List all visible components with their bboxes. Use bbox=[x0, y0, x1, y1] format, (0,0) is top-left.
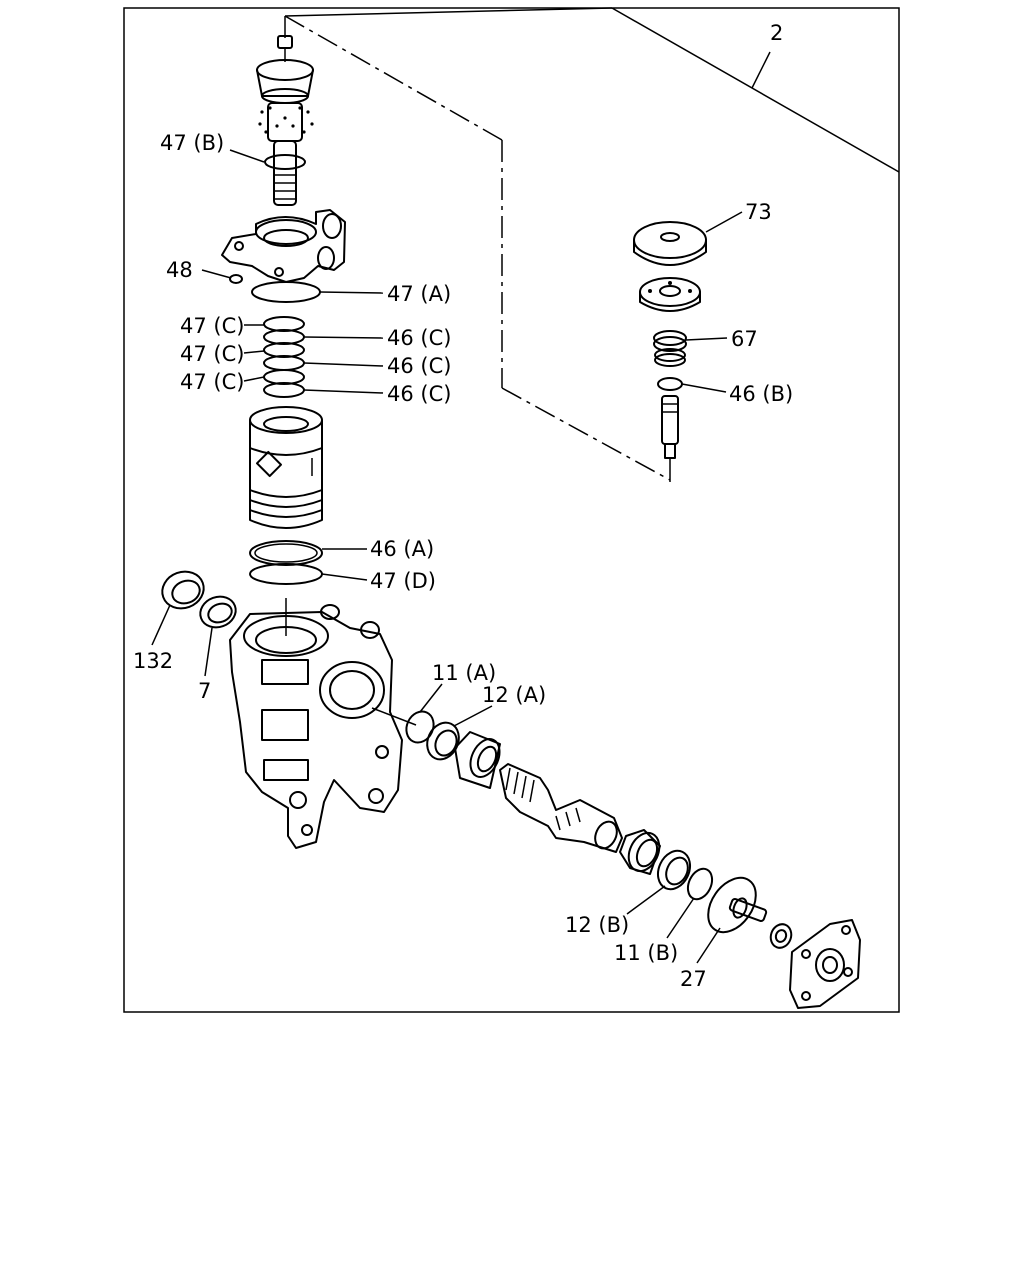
bearing bbox=[454, 731, 501, 789]
label-27: 27 bbox=[680, 967, 707, 991]
label-12a: 12 (A) bbox=[482, 683, 546, 707]
label-46c-2: 46 (C) bbox=[387, 354, 451, 378]
gear-housing-part bbox=[229, 604, 403, 849]
o-ring-47b bbox=[264, 154, 306, 170]
valve-plate bbox=[639, 277, 701, 312]
label-46c-3: 46 (C) bbox=[387, 382, 451, 406]
label-47b: 47 (B) bbox=[160, 131, 224, 155]
label-46c-1: 46 (C) bbox=[387, 326, 451, 350]
ball-48 bbox=[229, 274, 243, 284]
label-132: 132 bbox=[133, 649, 173, 673]
label-47d: 47 (D) bbox=[370, 569, 436, 593]
pinion-shaft-part bbox=[499, 763, 623, 853]
label-47c-2: 47 (C) bbox=[180, 342, 244, 366]
kit-bracket bbox=[284, 7, 900, 482]
o-ring-11a bbox=[405, 710, 435, 744]
leader-lines bbox=[151, 51, 771, 964]
ring-46a-inner bbox=[254, 543, 318, 563]
seal-12b bbox=[656, 849, 692, 891]
disc-73 bbox=[633, 221, 707, 266]
label-12b: 12 (B) bbox=[565, 913, 629, 937]
seal-ring-stack bbox=[263, 316, 305, 398]
label-73: 73 bbox=[745, 200, 772, 224]
label-47c-1: 47 (C) bbox=[180, 314, 244, 338]
pilot-pin bbox=[661, 395, 679, 459]
label-46a: 46 (A) bbox=[370, 537, 434, 561]
label-46b: 46 (B) bbox=[729, 382, 793, 406]
bushing bbox=[619, 829, 661, 875]
valve-spool-part bbox=[256, 35, 314, 206]
valve-housing-part bbox=[221, 209, 346, 283]
diagram-frame bbox=[123, 7, 900, 1013]
seal-67 bbox=[653, 330, 687, 367]
label-11b: 11 (B) bbox=[614, 941, 678, 965]
seal-7 bbox=[199, 595, 237, 629]
o-ring-47a bbox=[251, 281, 321, 303]
o-ring-27 bbox=[707, 876, 757, 934]
label-48: 48 bbox=[166, 258, 193, 282]
lock-nut bbox=[769, 923, 793, 949]
adjust-screw bbox=[728, 897, 768, 922]
label-11a: 11 (A) bbox=[432, 661, 496, 685]
label-67: 67 bbox=[731, 327, 758, 351]
label-47c-3: 47 (C) bbox=[180, 370, 244, 394]
seal-132 bbox=[161, 570, 205, 610]
label-7: 7 bbox=[198, 679, 211, 703]
valve-body-part bbox=[249, 406, 323, 529]
end-cover-part bbox=[789, 919, 861, 1009]
o-ring-46b bbox=[657, 377, 683, 391]
label-2: 2 bbox=[770, 21, 783, 45]
o-ring-47d bbox=[249, 563, 323, 585]
label-47a: 47 (A) bbox=[387, 282, 451, 306]
